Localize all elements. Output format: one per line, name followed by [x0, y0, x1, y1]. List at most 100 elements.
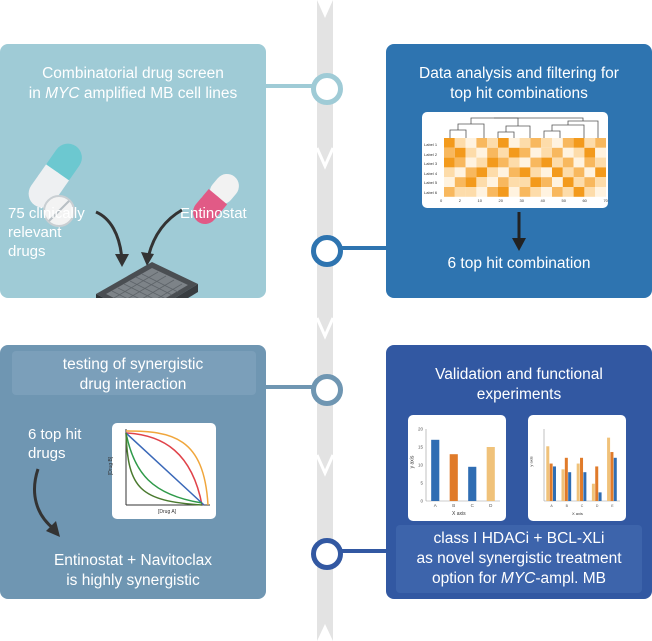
data-analysis-title-line2: top hit combinations [450, 85, 588, 102]
chart1-xlabel: X axis [452, 511, 466, 517]
heatmap-cell [487, 157, 498, 168]
heatmap-cell [476, 167, 488, 178]
heatmap-cell [454, 138, 466, 148]
heatmap-cell [444, 187, 455, 197]
synergy-result-line2: is highly synergistic [66, 572, 200, 589]
heatmap-xtick: 20 [498, 198, 503, 203]
chart1-xtick: C [471, 503, 475, 508]
chart1-bar [468, 466, 477, 501]
heatmap-cell [454, 167, 466, 178]
heatmap-cell [595, 177, 606, 187]
heatmap-cell [519, 138, 531, 148]
heatmap-cell [573, 167, 585, 178]
chart2-xtick: B [566, 504, 569, 508]
validation-result-line1: class I HDACi + BCL-XLi [433, 530, 605, 547]
title-band [12, 351, 256, 395]
heatmap-cell [508, 177, 520, 187]
heatmap-cell [562, 157, 574, 168]
heatmap-cell [552, 167, 563, 178]
synergy-testing-title: testing of synergistic drug interaction [0, 355, 266, 395]
tablet-icon [43, 195, 75, 227]
heatmap-cell [476, 138, 488, 148]
heatmap-cell [530, 177, 542, 187]
heatmap-cell [498, 187, 509, 197]
entinostat-label: Entinostat [180, 205, 247, 222]
clinical-drugs-line2: relevant [8, 224, 62, 241]
isobologram-ylabel: [Drug B] [108, 456, 115, 476]
connector-1 [262, 84, 314, 88]
heatmap-cell [541, 147, 552, 158]
heatmap-cell [573, 138, 585, 148]
heatmap-xtick: 10 [477, 198, 482, 203]
heatmap-cell [552, 177, 563, 187]
chart2-ylabel: y axis [528, 456, 534, 467]
heatmap-cell [508, 138, 520, 148]
heatmap-cell [584, 167, 596, 178]
heatmap-cell [508, 167, 520, 178]
heatmap-cell [573, 177, 585, 187]
heatmap-xtick: 70 [603, 198, 608, 203]
timeline-node-3 [311, 374, 343, 406]
heatmap-xtick: 50 [561, 198, 566, 203]
chart2-bar [607, 437, 611, 501]
heatmap-cell [487, 138, 498, 148]
heatmap-grid [444, 138, 606, 197]
data-analysis-title-line1: Data analysis and filtering for [419, 65, 619, 82]
heatmap-cell [573, 157, 585, 168]
validation-result: class I HDACi + BCL-XLi as novel synergi… [386, 529, 652, 589]
heatmap-cell [573, 187, 585, 197]
heatmap-row-label: Label 4 [424, 170, 438, 176]
heatmap-cell [562, 147, 574, 158]
chart2-bar [583, 472, 587, 501]
heatmap-cell [487, 187, 498, 197]
heatmap-cell [519, 177, 531, 187]
chart2-bar [595, 466, 599, 501]
heatmap-xtick: 2 [458, 198, 461, 203]
heatmap-cell [584, 157, 596, 168]
heatmap-cell [454, 147, 466, 158]
chart2-xtick: A [550, 504, 553, 508]
heatmap-cell [476, 177, 488, 187]
heatmap-cell [562, 138, 574, 148]
validation-result-line2: as novel synergistic treatment [416, 550, 622, 567]
heatmap-cell [541, 138, 552, 148]
heatmap-xtick: 60 [582, 198, 587, 203]
chart2-bar [598, 492, 602, 501]
chart2-bar [552, 466, 556, 501]
myc-italic: MYC [500, 570, 536, 587]
chart2-xlabel: X axis [572, 511, 583, 516]
heatmap-cell [584, 187, 596, 197]
chart1-xtick: A [434, 503, 437, 508]
top-hit-drugs-line2: drugs [28, 445, 66, 462]
chart1-bar [449, 454, 458, 501]
heatmap-cell [444, 147, 455, 158]
heatmap-cell [562, 167, 574, 178]
heatmap-cell [465, 177, 477, 187]
chart2-bar [549, 463, 553, 501]
heatmap-cell [595, 147, 606, 158]
connector-4 [340, 549, 390, 553]
synergy-result: Entinostat + Navitoclax is highly synerg… [0, 551, 266, 591]
drug-screen-title-line2: in MYC amplified MB cell lines [28, 85, 238, 102]
heatmap-cell [454, 177, 466, 187]
heatmap-row-label: Label 2 [424, 151, 438, 157]
connector-3 [262, 385, 314, 389]
heatmap-xtick: 0 [440, 198, 443, 203]
heatmap-cell [476, 157, 488, 168]
heatmap-cell [487, 167, 498, 178]
chart1-ytick: 15 [418, 445, 424, 450]
top-hit-combination-label: 6 top hit combination [447, 255, 591, 272]
chart2-bar [591, 483, 595, 501]
heatmap-cell [498, 147, 509, 158]
pink-capsule-icon [193, 173, 239, 225]
heatmap-cell [595, 157, 606, 168]
synergy-testing-panel: testing of synergistic drug interaction … [0, 345, 266, 599]
validation-result-line3: option for MYC-ampl. MB [386, 569, 652, 589]
chart1-ytick: 20 [418, 427, 424, 432]
heatmap-cell [498, 138, 509, 148]
heatmap-cell [454, 187, 466, 197]
heatmap-cell [530, 157, 542, 168]
heatmap-cell [498, 167, 509, 178]
timeline-node-1 [311, 73, 343, 105]
